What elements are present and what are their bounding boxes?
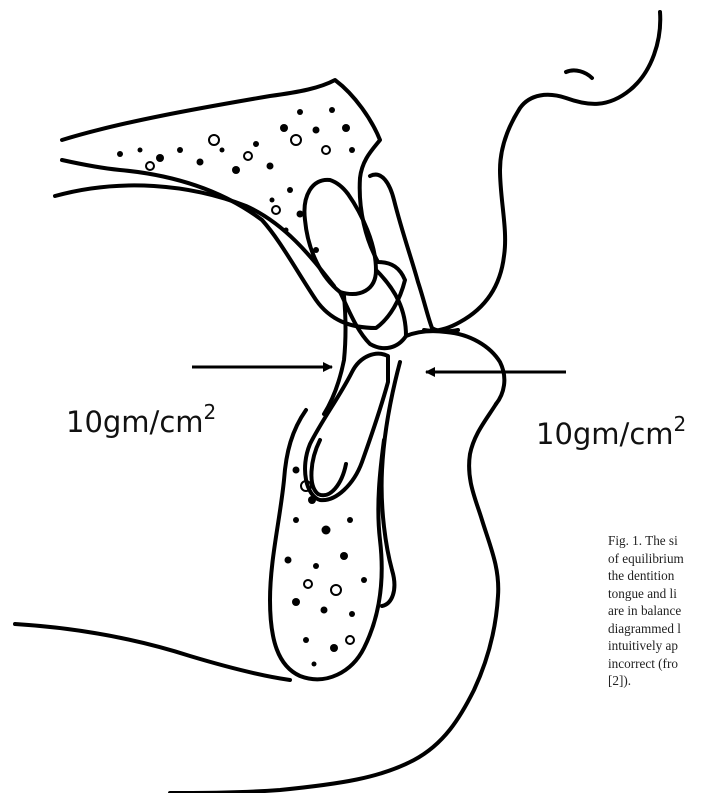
- caption-line: Fig. 1. The si: [608, 532, 726, 550]
- palate-line: [55, 185, 334, 286]
- caption-line: are in balance: [608, 602, 726, 620]
- figure-caption: Fig. 1. The si of equilibrium the dentit…: [608, 532, 726, 690]
- lower-incisor: [305, 354, 388, 500]
- lip-junction: [406, 331, 504, 404]
- left-force-value: 10gm/cm: [66, 405, 204, 439]
- right-force-exponent: 2: [674, 412, 687, 436]
- face-profile-upper: [424, 12, 660, 331]
- caption-line: intuitively ap: [608, 637, 726, 655]
- right-force-label: 10gm/cm2: [536, 414, 686, 449]
- face-profile-lower: [170, 404, 498, 793]
- caption-line: the dentition: [608, 567, 726, 585]
- left-force-label: 10gm/cm2: [66, 402, 216, 437]
- caption-line: tongue and li: [608, 585, 726, 603]
- caption-line: incorrect (fro: [608, 655, 726, 673]
- upper-lip: [370, 175, 458, 332]
- jaw-floor: [15, 624, 290, 680]
- caption-line: of equilibrium: [608, 550, 726, 568]
- caption-line: [2]).: [608, 672, 726, 690]
- left-force-exponent: 2: [204, 400, 217, 424]
- caption-line: diagrammed l: [608, 620, 726, 638]
- lower-incisor-root: [311, 440, 346, 495]
- nostril: [566, 70, 592, 78]
- right-force-value: 10gm/cm: [536, 417, 674, 451]
- bone-texture: [117, 107, 367, 667]
